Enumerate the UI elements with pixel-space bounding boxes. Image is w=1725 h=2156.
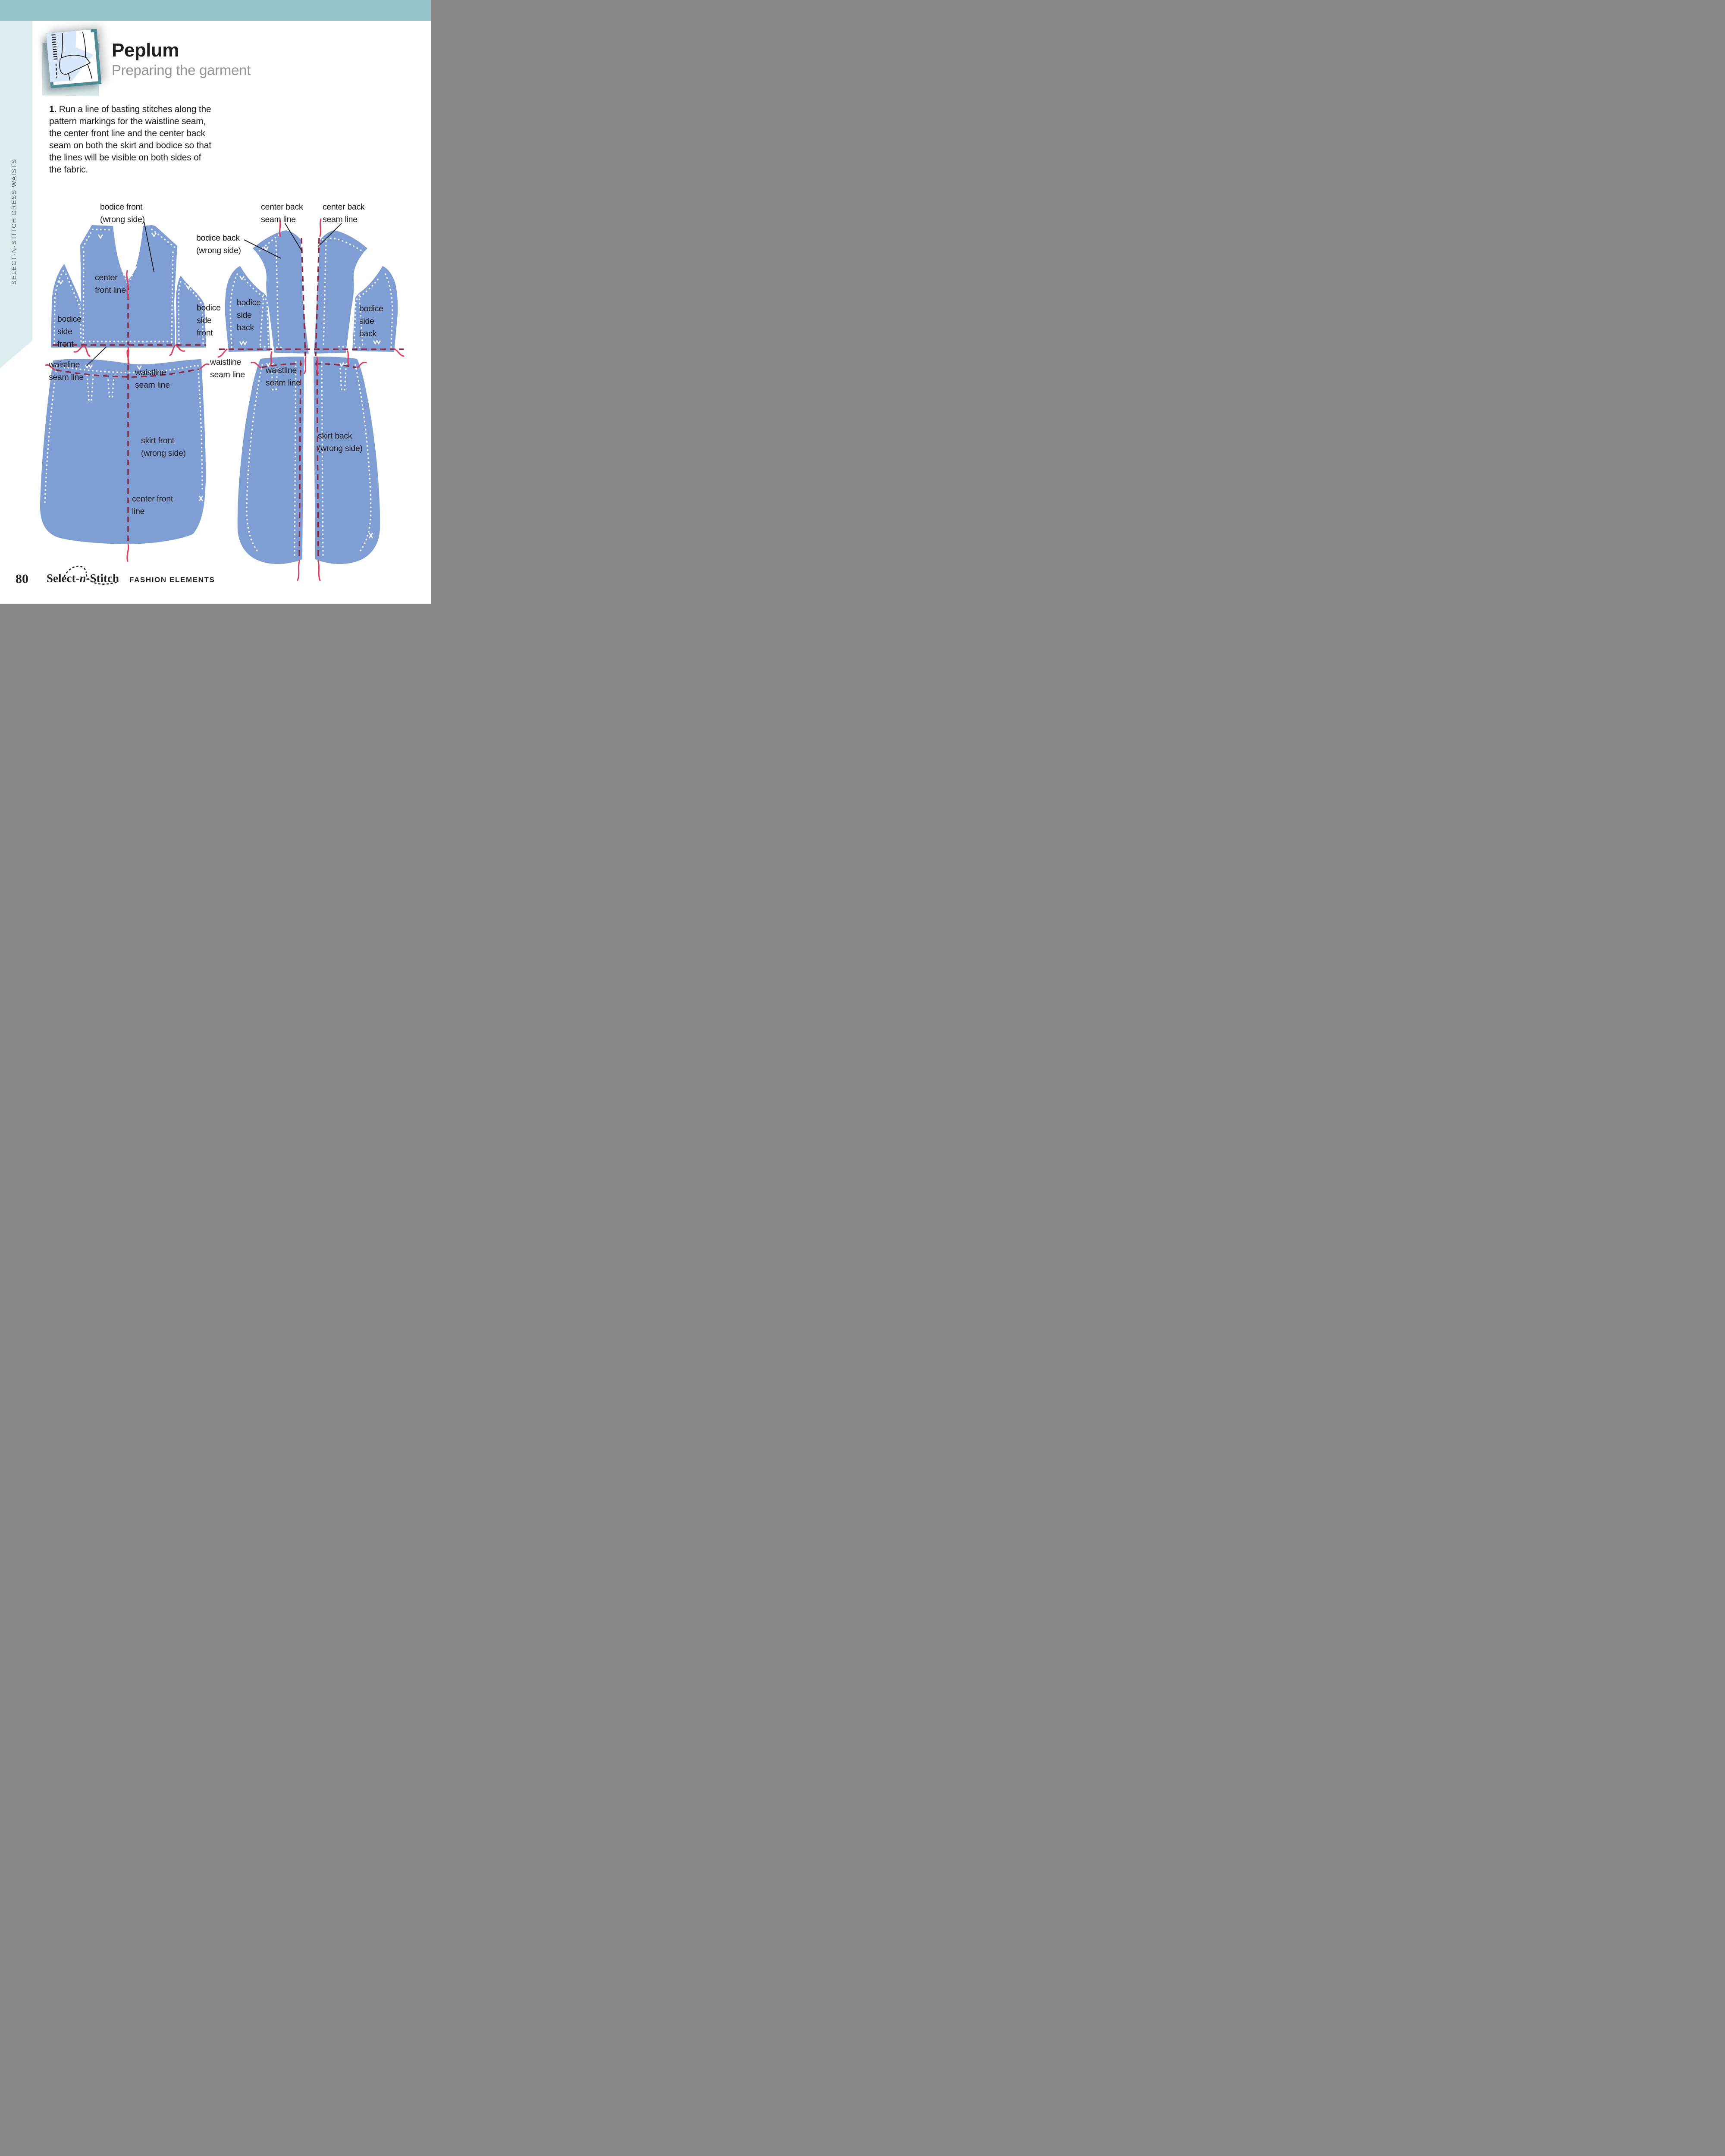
page-subtitle: Preparing the garment — [112, 62, 251, 78]
thread-tails — [45, 218, 405, 581]
pattern-diagram — [40, 218, 405, 581]
label-bodice-side-back-right: bodice side back — [359, 304, 383, 338]
label-waistline-back-skirt: waistline seam line — [266, 366, 301, 388]
label-skirt-back: skirt back (wrong side) — [318, 431, 363, 453]
logo-script-n: n — [79, 572, 86, 585]
label-bodice-side-back-left: bodice side back — [237, 298, 261, 332]
step-number: 1. — [49, 104, 57, 114]
page-number: 80 — [16, 572, 28, 586]
label-skirt-front: skirt front (wrong side) — [141, 436, 186, 458]
label-bodice-side-front-left: bodice side front — [57, 314, 82, 349]
step-text: Run a line of basting stitches along the… — [49, 104, 211, 175]
label-waistline-front-skirt: waistline seam line — [135, 368, 170, 390]
top-teal-band — [0, 0, 431, 21]
stitch-dots — [44, 229, 393, 559]
piece-bodice-side-front-right — [176, 276, 206, 348]
brand-logo-suffix: FASHION ELEMENTS — [129, 576, 215, 584]
piece-skirt-front — [40, 359, 206, 544]
piece-skirt-back-right — [314, 356, 380, 564]
label-center-back-seam-left: center back seam line — [261, 202, 303, 224]
thumbnail-frame — [46, 29, 102, 88]
brand-logo: Select-n-Stitch — [47, 572, 119, 585]
thumbnail-image — [46, 29, 98, 85]
label-center-front-line-skirt: center front line — [132, 494, 173, 516]
label-bodice-front: bodice front (wrong side) — [100, 202, 145, 224]
logo-thread-swirl — [62, 565, 118, 585]
piece-bodice-back-right — [314, 230, 367, 354]
peplum-sketch-icon — [46, 29, 95, 82]
piece-skirt-back-left — [237, 356, 304, 564]
label-bodice-back: bodice back (wrong side) — [196, 233, 241, 255]
basting-lines — [53, 238, 404, 561]
label-waistline-front-left: waistline seam line — [49, 360, 84, 382]
sidebar-band — [0, 21, 32, 368]
piece-bodice-side-front-left — [51, 264, 84, 348]
step-paragraph: 1. Run a line of basting stitches along … — [49, 103, 215, 176]
label-center-front-line-bodice: center front line — [95, 273, 126, 295]
piece-bodice-side-back-left — [225, 266, 270, 352]
piece-bodice-side-back-right — [352, 266, 398, 352]
label-bodice-side-front-right: bodice side front — [197, 303, 221, 338]
label-waistline-back-left: waistline seam line — [210, 357, 245, 379]
book-page: SELECT·N·STITCH DRESS WAISTS Pe — [0, 0, 431, 604]
page-title: Peplum — [112, 40, 179, 61]
pointer-lines — [86, 221, 342, 366]
piece-bodice-back-left — [253, 230, 309, 354]
label-center-back-seam-right: center back seam line — [323, 202, 365, 224]
